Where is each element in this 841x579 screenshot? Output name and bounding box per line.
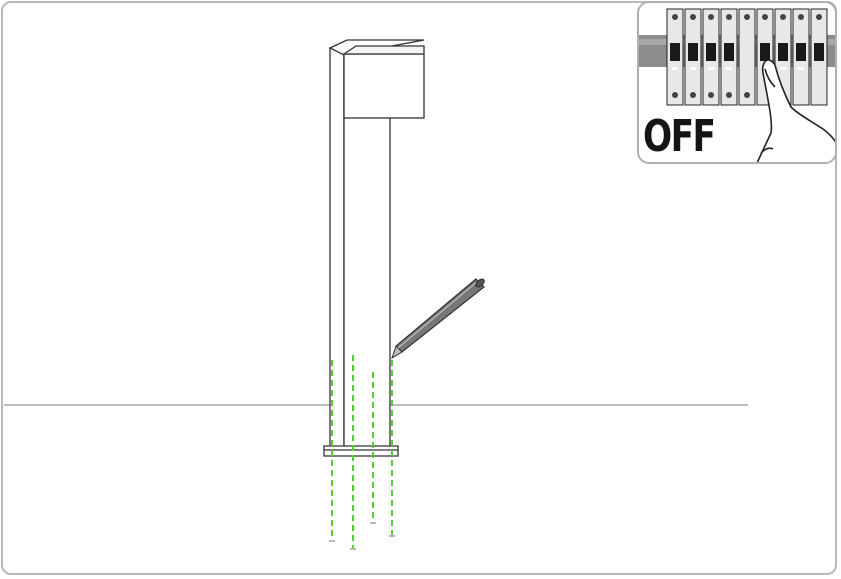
bollard-light (323, 39, 425, 457)
off-label: OFF (643, 111, 716, 162)
drill-guide-lines (331, 355, 393, 548)
pencil-icon (391, 278, 485, 360)
power-off-inset: OFF (637, 1, 837, 164)
screw-markers (329, 522, 395, 550)
hand-icon (756, 59, 835, 162)
circuit-breaker-panel-icon (639, 8, 835, 162)
